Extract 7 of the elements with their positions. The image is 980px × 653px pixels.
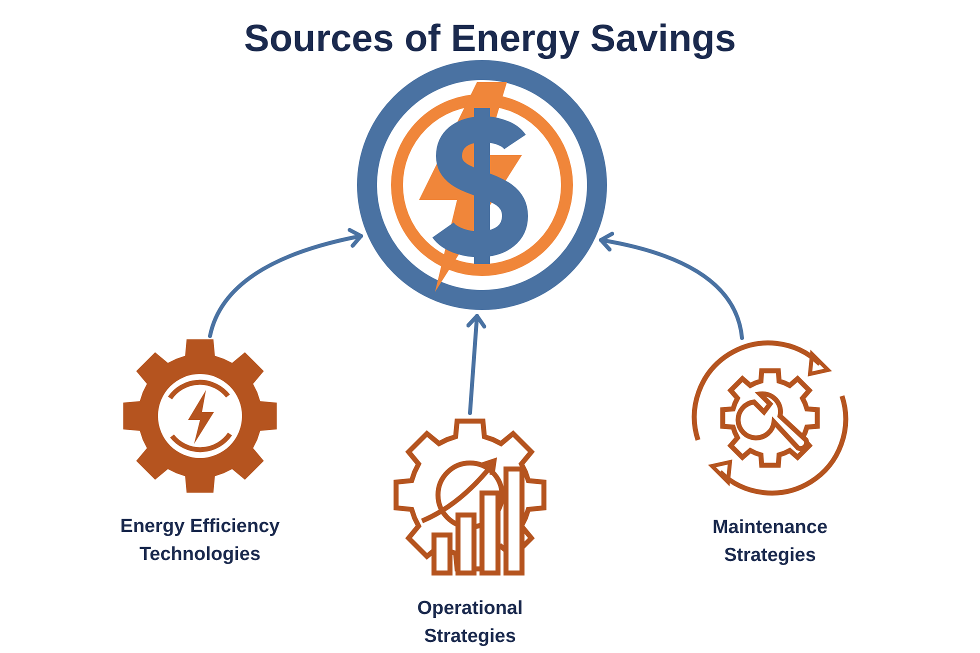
title: Sources of Energy Savings (242, 18, 738, 61)
node-label: Operational Strategies (416, 597, 524, 649)
arrow (208, 228, 363, 338)
arrow (466, 314, 486, 415)
node-label: Energy Efficiency Technologies (119, 515, 281, 567)
arrow (599, 232, 744, 340)
node-label: Maintenance Strategies (711, 516, 829, 568)
